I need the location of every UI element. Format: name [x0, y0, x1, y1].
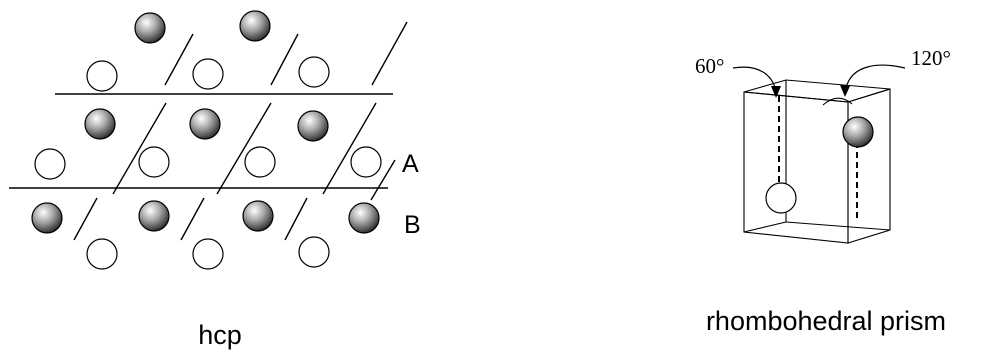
lattice-line [73, 197, 98, 241]
arrow-60 [732, 66, 777, 92]
arrowheads [771, 85, 850, 98]
angle-label-60: 60° [695, 54, 724, 78]
hcp-lattice-lines [73, 21, 408, 241]
prism-back-bottom-edge [743, 221, 787, 233]
prism-panel: 60° 120° rhombohedral prism [695, 46, 951, 336]
open-sphere [86, 60, 118, 92]
shaded-sphere [189, 108, 221, 140]
prism-open-sphere [765, 182, 797, 214]
shaded-sphere [297, 110, 329, 142]
prism-front-face [743, 91, 849, 244]
hcp-shaded-spheres [31, 10, 380, 234]
arrowhead-120 [840, 85, 850, 97]
shaded-sphere [84, 108, 116, 140]
shaded-sphere [239, 10, 271, 42]
layer-b-label: B [404, 211, 421, 239]
prism-back-bottom-edge [785, 221, 891, 231]
lattice-line [270, 33, 299, 86]
open-sphere [244, 146, 276, 178]
prism-dashed-axes [778, 96, 858, 220]
arrow-120 [845, 64, 906, 89]
lattice-line [112, 102, 167, 195]
open-sphere [192, 58, 224, 90]
hcp-panel: A B hcp [9, 10, 421, 350]
open-sphere [298, 236, 330, 268]
open-sphere [350, 146, 382, 178]
open-sphere [34, 148, 66, 180]
prism-shaded-sphere [842, 116, 874, 148]
shaded-sphere [348, 202, 380, 234]
angle-arrows [732, 64, 906, 92]
lattice-line [322, 102, 377, 195]
open-sphere [298, 56, 330, 88]
open-sphere [86, 238, 118, 270]
angle-arc-120 [822, 97, 853, 106]
hcp-caption: hcp [198, 320, 242, 350]
lattice-line [370, 159, 396, 201]
prism-box [743, 79, 891, 244]
lattice-line [164, 33, 194, 86]
prism-caption: rhombohedral prism [706, 306, 946, 336]
angle-label-120: 120° [911, 46, 951, 70]
shaded-sphere [242, 200, 274, 232]
hcp-open-spheres [34, 56, 382, 270]
open-sphere [192, 238, 224, 270]
lattice-line [180, 197, 205, 241]
arrowhead-60 [771, 86, 781, 98]
layer-a-label: A [402, 150, 419, 178]
open-sphere [138, 146, 170, 178]
hcp-layer-lines [9, 93, 393, 189]
shaded-sphere [31, 202, 63, 234]
lattice-line [284, 197, 308, 241]
shaded-sphere [134, 12, 166, 44]
shaded-sphere [138, 200, 170, 232]
prism-right-face [847, 88, 891, 244]
lattice-line [371, 21, 408, 86]
lattice-line [216, 102, 272, 195]
